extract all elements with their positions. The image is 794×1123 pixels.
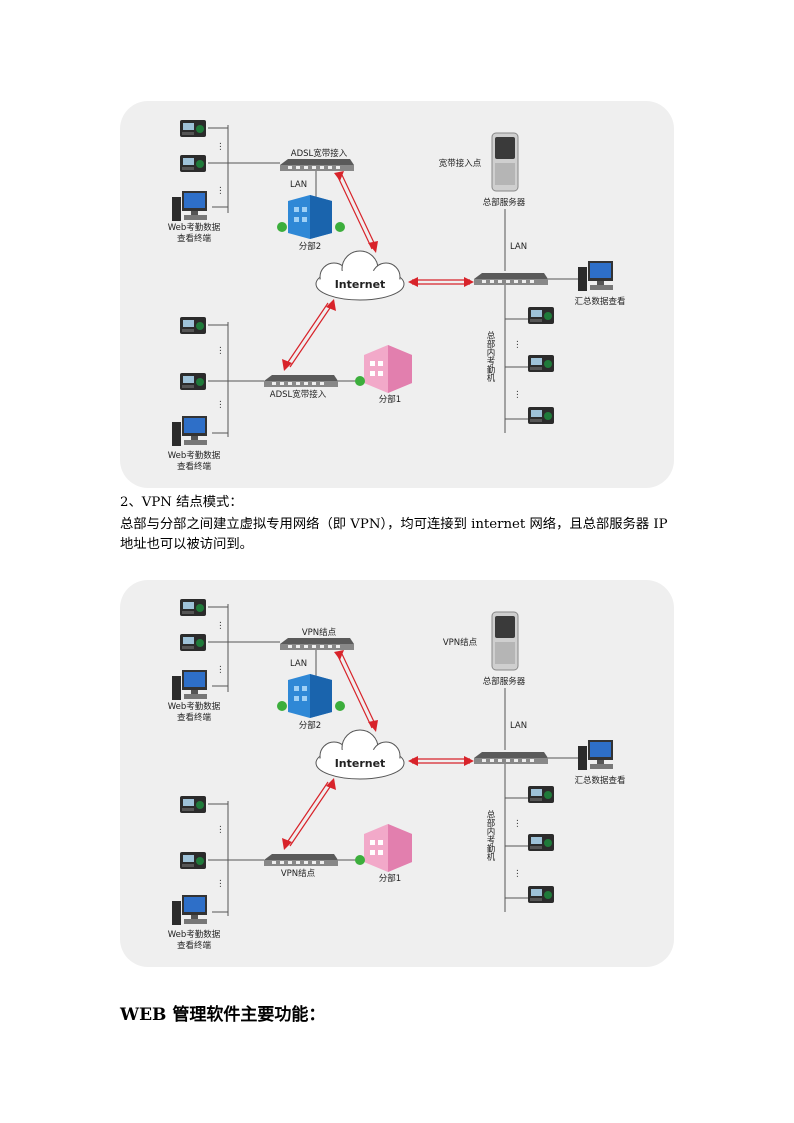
hq-switch-icon [474, 273, 548, 285]
attendance-machine-icon [180, 634, 206, 651]
computer-icon [172, 191, 207, 221]
ellipsis-icon: ⋮ [216, 186, 225, 196]
branch2-building-icon [277, 674, 345, 718]
ellipsis-icon: ⋮ [513, 869, 522, 879]
web-terminal-label-2: 查看终端 [177, 712, 212, 723]
web-terminal-label-1: Web考勤数据 [168, 222, 221, 233]
attendance-machine-icon [528, 407, 554, 424]
computer-icon [172, 670, 207, 700]
attendance-machine-icon [180, 796, 206, 813]
web-software-heading: WEB 管理软件主要功能： [120, 1005, 326, 1025]
bottom-switch-label: ADSL宽带接入 [270, 389, 327, 400]
computer-icon [578, 261, 613, 291]
summary-label: 汇总数据查看 [574, 296, 625, 307]
ellipsis-icon: ⋮ [513, 819, 522, 829]
web-terminal-label-2: 查看终端 [177, 461, 212, 472]
bottom-switch-label: VPN结点 [281, 868, 316, 879]
summary-label: 汇总数据查看 [574, 775, 625, 786]
computer-icon [578, 740, 613, 770]
web-terminal-label-1: Web考勤数据 [168, 929, 221, 940]
hq-machines-label: 总部内考勤机 [485, 330, 495, 383]
section2-title: 2、VPN 结点模式： [120, 495, 243, 510]
arrow-head [408, 756, 418, 766]
arrow-head [368, 720, 378, 732]
branch1-building-icon [355, 345, 412, 393]
internet-label: Internet [335, 757, 386, 770]
web-terminal-label-1: Web考勤数据 [168, 701, 221, 712]
network-diagram-svg: ⋮ ⋮ ⋮ ⋮ Web考勤数据 查看终端 Web考勤数据 查看终端 ADSL宽带… [168, 120, 626, 472]
bottom-switch-icon [264, 854, 338, 866]
attendance-machine-icon [180, 120, 206, 137]
lan-label-hq: LAN [510, 242, 527, 252]
web-terminal-label-2: 查看终端 [177, 233, 212, 244]
link-arrows [285, 174, 470, 368]
top-switch-icon [280, 638, 354, 650]
lan-label-hq: LAN [510, 721, 527, 731]
arrow-head [334, 171, 344, 181]
branch2-building-icon [277, 195, 345, 239]
section2-paragraph-line1: 总部与分部之间建立虚拟专用网络（即 VPN），均可连接到 internet 网络… [120, 517, 668, 532]
internet-cloud-icon [315, 729, 405, 780]
branch2-label: 分部2 [299, 241, 321, 252]
computer-icon [172, 895, 207, 925]
hq-access-label: 宽带接入点 [439, 158, 482, 169]
attendance-machine-icon [180, 155, 206, 172]
ellipsis-icon: ⋮ [216, 400, 225, 410]
arrow-head [368, 241, 378, 253]
ellipsis-icon: ⋮ [513, 390, 522, 400]
top-switch-label: ADSL宽带接入 [291, 148, 348, 159]
ellipsis-icon: ⋮ [513, 340, 522, 350]
hq-server-icon [491, 611, 519, 671]
arrow-head [408, 277, 418, 287]
internet-cloud-icon [315, 250, 405, 301]
diagram-adsl-panel: ⋮ ⋮ ⋮ ⋮ Web考勤数据 查看终端 Web考勤数据 查看终端 ADSL宽带… [120, 101, 674, 488]
attendance-machine-icon [528, 886, 554, 903]
branch2-label: 分部2 [299, 720, 321, 731]
attendance-machine-icon [528, 355, 554, 372]
network-diagram-svg: ⋮ ⋮ ⋮ ⋮ Web考勤数据 查看终端 Web考勤数据 查看终端 VPN结点 … [168, 599, 626, 951]
hq-server-label: 总部服务器 [483, 676, 526, 687]
web-terminal-label-2: 查看终端 [177, 940, 212, 951]
top-switch-icon [280, 159, 354, 171]
attendance-machine-icon [528, 786, 554, 803]
arrow-head [326, 778, 336, 790]
arrow-head [326, 299, 336, 311]
section2-paragraph-line2: 地址也可以被访问到。 [120, 537, 253, 552]
diagram-vpn-panel: ⋮ ⋮ ⋮ ⋮ Web考勤数据 查看终端 Web考勤数据 查看终端 VPN结点 … [120, 580, 674, 967]
ellipsis-icon: ⋮ [216, 825, 225, 835]
hq-switch-icon [474, 752, 548, 764]
arrow-head [464, 756, 474, 766]
ellipsis-icon: ⋮ [216, 346, 225, 356]
hq-server-icon [491, 132, 519, 192]
arrow-head [464, 277, 474, 287]
attendance-machine-icon [528, 307, 554, 324]
internet-label: Internet [335, 278, 386, 291]
ellipsis-icon: ⋮ [216, 665, 225, 675]
attendance-machine-icon [180, 852, 206, 869]
bottom-switch-icon [264, 375, 338, 387]
lan-label-top: LAN [290, 659, 307, 669]
top-switch-label: VPN结点 [302, 627, 337, 638]
arrow-head [334, 650, 344, 660]
hq-machines-label: 总部内考勤机 [485, 809, 495, 862]
arrow-head [282, 838, 292, 850]
branch1-label: 分部1 [379, 394, 401, 405]
lan-label-top: LAN [290, 180, 307, 190]
attendance-machine-icon [180, 373, 206, 390]
attendance-machine-icon [180, 317, 206, 334]
attendance-machine-icon [528, 834, 554, 851]
branch1-label: 分部1 [379, 873, 401, 884]
computer-icon [172, 416, 207, 446]
web-terminal-label-1: Web考勤数据 [168, 450, 221, 461]
link-arrows [285, 653, 470, 847]
hq-server-label: 总部服务器 [483, 197, 526, 208]
branch1-building-icon [355, 824, 412, 872]
hq-access-label: VPN结点 [443, 637, 478, 648]
attendance-machine-icon [180, 599, 206, 616]
ellipsis-icon: ⋮ [216, 621, 225, 631]
arrow-head [282, 359, 292, 371]
ellipsis-icon: ⋮ [216, 142, 225, 152]
ellipsis-icon: ⋮ [216, 879, 225, 889]
